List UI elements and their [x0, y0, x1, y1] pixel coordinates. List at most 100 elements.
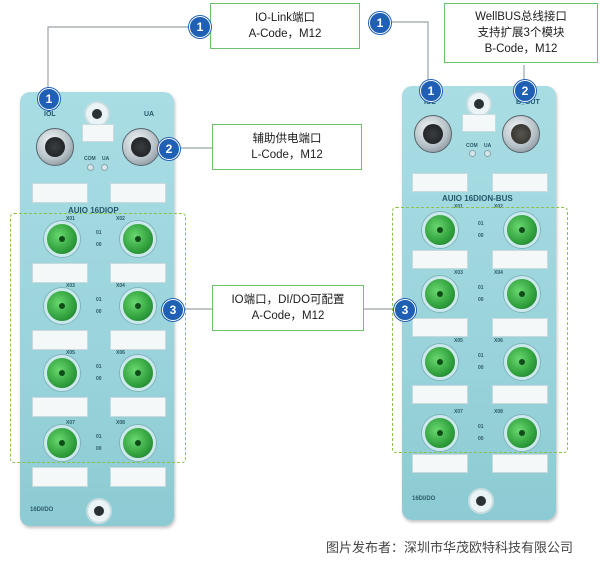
label-plate [412, 318, 468, 337]
label-plate [492, 385, 548, 404]
port-label-x03: X03 [66, 283, 75, 289]
callout-wellbus-line1: WellBUS总线接口 [475, 11, 567, 23]
ua-port [122, 128, 160, 166]
port-label-iol: IOL [424, 99, 436, 106]
io-port-group-right [392, 207, 568, 453]
port-label-iol: IOL [44, 111, 56, 118]
io-port-x06 [120, 355, 156, 391]
io-port-x08 [120, 425, 156, 461]
port-label-x06: X06 [116, 350, 125, 356]
led-label-01: 01 [478, 221, 484, 227]
led-ua [101, 164, 108, 171]
label-plate [492, 173, 548, 192]
io-port-x05 [422, 344, 458, 380]
label-plate [110, 263, 166, 283]
label-plate [492, 318, 548, 337]
io-port-group-left [10, 213, 186, 463]
callout-aux-line2: L-Code，M12 [251, 149, 323, 161]
bottom-mount-hole [86, 498, 112, 524]
led-label-com: COM [84, 156, 96, 162]
label-plate [32, 467, 88, 487]
io-port-x04 [504, 276, 540, 312]
label-plate [110, 330, 166, 350]
badge-left-io: 3 [162, 299, 184, 321]
port-label-x08: X08 [494, 409, 503, 415]
io-port-x05 [44, 355, 80, 391]
callout-aux-line1: 辅助供电端口 [252, 133, 322, 145]
badge-left-aux: 2 [158, 138, 180, 160]
model-name: AUIO 16DION-BUS [442, 194, 513, 203]
port-label-x01: X01 [66, 216, 75, 222]
port-label-x02: X02 [116, 216, 125, 222]
led-label-01: 01 [478, 424, 484, 430]
led-label-00: 00 [478, 365, 484, 371]
badge-right-io: 3 [394, 299, 416, 321]
led-label-01: 01 [96, 297, 102, 303]
led-label-ua: UA [102, 156, 110, 162]
port-label-x05: X05 [66, 350, 75, 356]
port-label-x04: X04 [494, 270, 503, 276]
top-mount-hole [84, 101, 110, 127]
callout-wellbus-line2: 支持扩展3个模块 [477, 27, 565, 39]
right-module: IOL B_OUT COM UA AUIO 16DION-BUS X01 X02… [402, 86, 556, 520]
io-port-x03 [422, 276, 458, 312]
top-label-plate [462, 114, 496, 132]
label-plate [32, 330, 88, 350]
label-plate [492, 250, 548, 269]
image-credit: 图片发布者：深圳市华茂欧特科技有限公司 [326, 540, 574, 555]
io-port-x04 [120, 288, 156, 324]
top-label-plate [82, 124, 114, 142]
label-plate [110, 397, 166, 417]
label-plate [412, 173, 468, 192]
port-label-ua: UA [144, 111, 155, 118]
label-plate [412, 250, 468, 269]
port-label-x08: X08 [116, 420, 125, 426]
io-port-x02 [504, 212, 540, 248]
footer-label: 16DI/DO [30, 507, 54, 513]
io-port-x08 [504, 415, 540, 451]
badge-callout-iolink: 1 [189, 16, 211, 38]
io-port-x01 [44, 221, 80, 257]
led-label-01: 01 [96, 434, 102, 440]
badge-right-bout: 2 [514, 80, 536, 102]
callout-io: IO端口，DI/DO可配置 A-Code，M12 [212, 285, 364, 331]
callout-io-line2: A-Code，M12 [251, 310, 325, 322]
model-name: AUIO 16DIOP [68, 206, 119, 215]
io-port-x06 [504, 344, 540, 380]
iol-port [36, 128, 74, 166]
label-plate [492, 454, 548, 473]
callout-io-line1: IO端口，DI/DO可配置 [231, 294, 345, 306]
led-label-00: 00 [96, 309, 102, 315]
badge-right-iol: 1 [420, 80, 442, 102]
io-port-x07 [422, 415, 458, 451]
led-label-00: 00 [478, 436, 484, 442]
io-port-x01 [422, 212, 458, 248]
badge-callout-wellbus: 1 [369, 12, 391, 34]
label-plate [32, 263, 88, 283]
io-port-x03 [44, 288, 80, 324]
led-label-00: 00 [478, 297, 484, 303]
io-port-x07 [44, 425, 80, 461]
led-label-01: 01 [96, 364, 102, 370]
port-label-x04: X04 [116, 283, 125, 289]
port-label-x06: X06 [494, 338, 503, 344]
led-label-00: 00 [96, 376, 102, 382]
port-label-x03: X03 [454, 270, 463, 276]
bottom-mount-hole [468, 488, 494, 514]
badge-left-iol: 1 [38, 88, 60, 110]
label-plate [32, 397, 88, 417]
led-label-com: COM [466, 143, 478, 149]
callout-wellbus: WellBUS总线接口 支持扩展3个模块 B-Code，M12 [444, 3, 598, 63]
label-plate [412, 454, 468, 473]
port-label-bout: B_OUT [516, 99, 540, 106]
port-label-x05: X05 [454, 338, 463, 344]
callout-wellbus-line3: B-Code，M12 [484, 43, 558, 55]
led-ua [484, 150, 491, 157]
left-module: IOL UA COM UA AUIO 16DIOP X01 X02 X03 X0… [20, 92, 174, 526]
footer-label: 16DI/DO [412, 496, 436, 502]
port-label-x07: X07 [66, 420, 75, 426]
bout-port [502, 115, 540, 153]
callout-iolink: IO-Link端口 A-Code，M12 [210, 3, 360, 49]
port-label-x07: X07 [454, 409, 463, 415]
led-label-00: 00 [478, 233, 484, 239]
